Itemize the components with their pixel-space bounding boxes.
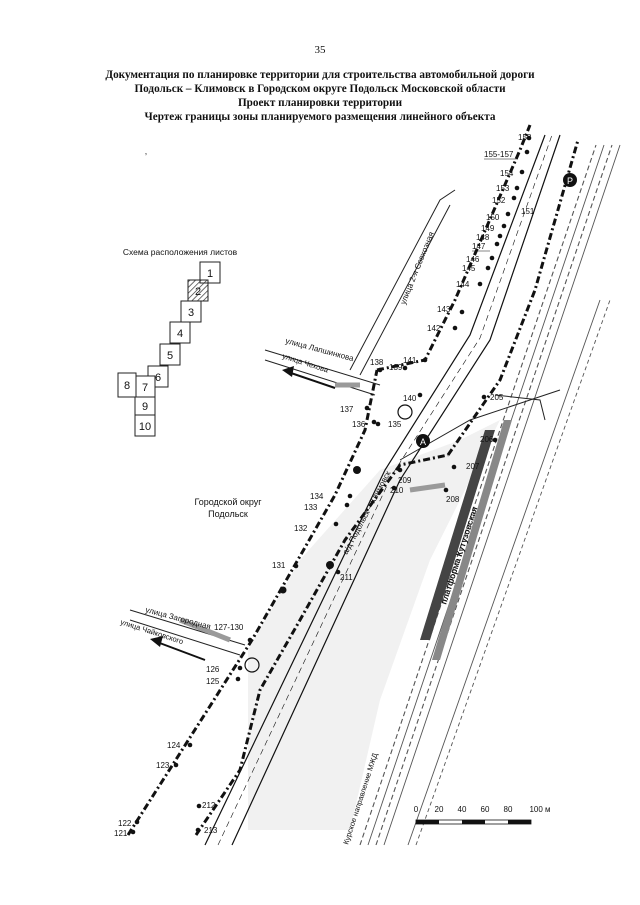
highway-podolsk-klimovsk	[204, 134, 561, 846]
scale-label-100: 100 м	[529, 805, 550, 814]
point-label: 124	[167, 741, 181, 750]
sheet-index-numbers: 1 2 3 4 5 6 7 8 9 10	[124, 268, 213, 433]
point-label: 136	[352, 420, 366, 429]
sheet-1: 1	[207, 268, 213, 280]
sheet-9: 9	[142, 401, 148, 413]
parking-symbol: P	[567, 176, 573, 186]
side-streets	[129, 189, 561, 656]
route-marker	[279, 586, 287, 594]
point-label: 208	[446, 495, 460, 504]
point-label: 127-130	[214, 623, 244, 632]
sheet-10: 10	[139, 421, 151, 433]
point-label: 149	[481, 224, 495, 233]
point-label: 141	[403, 356, 417, 365]
sheet-4: 4	[177, 328, 183, 340]
point-label: 146	[466, 255, 480, 264]
point-label: 147	[472, 242, 486, 251]
point-label: 210	[390, 486, 404, 495]
bus-stop-marker	[416, 434, 430, 448]
point-label: 133	[304, 503, 318, 512]
corner-mark: ʼ	[145, 152, 147, 162]
sheet-6: 6	[155, 372, 161, 384]
platform-kutuzovskaya	[420, 430, 495, 640]
bus-stop-symbol: A	[420, 437, 426, 447]
point-label: 138	[370, 358, 384, 367]
traffic-light-icon	[397, 404, 413, 420]
parking-marker	[563, 173, 577, 187]
zone-boundary	[126, 124, 580, 836]
sheet-index-grid	[117, 261, 221, 437]
header-line-3: Проект планировки территории	[237, 97, 403, 109]
point-label: 206	[480, 435, 494, 444]
direction-arrow-chekhova	[282, 366, 336, 389]
point-label: 154	[500, 169, 514, 178]
traffic-light-icon	[244, 657, 260, 673]
point-label: 144	[456, 280, 470, 289]
point-label: 209	[398, 476, 412, 485]
grey-access-roads	[179, 382, 446, 643]
district-label-line-2: Подольск	[208, 509, 248, 519]
point-label: 207	[466, 462, 480, 471]
sheet-3: 3	[188, 307, 194, 319]
point-labels: 158 155-157 154 153 152 151 150 149 148 …	[114, 133, 535, 838]
point-label: 132	[294, 524, 308, 533]
sheet-7: 7	[142, 382, 148, 394]
planned-zone-fill	[248, 420, 500, 830]
point-label: 150	[486, 213, 500, 222]
boundary-points	[130, 135, 532, 835]
point-label: 153	[496, 184, 510, 193]
page-number: 35	[314, 44, 326, 56]
point-label: 122	[118, 819, 132, 828]
point-label: 121	[114, 829, 128, 838]
header-line-4: Чертеж границы зоны планируемого размеще…	[144, 111, 496, 123]
header-line-1: Документация по планировке территории дл…	[105, 69, 535, 81]
point-label: 155-157	[484, 150, 514, 159]
point-label: 211	[340, 573, 353, 582]
scale-label-80: 80	[504, 805, 513, 814]
header-line-2: Подольск – Климовск в Городском округе П…	[134, 83, 506, 95]
point-label: 148	[476, 233, 490, 242]
point-label: 145	[462, 264, 476, 273]
document-header: Документация по планировке территории дл…	[60, 68, 580, 124]
point-label: 123	[156, 761, 170, 770]
platform-edge	[432, 420, 512, 660]
sheet-5: 5	[167, 350, 173, 362]
scale-label-0: 0	[414, 805, 419, 814]
point-label: 142	[427, 324, 441, 333]
scale-label-60: 60	[481, 805, 490, 814]
sheet-index-title: Схема расположения листов	[123, 247, 238, 257]
route-marker	[353, 466, 361, 474]
point-label: 140	[403, 394, 417, 403]
point-label: 137	[340, 405, 354, 414]
scale-label-20: 20	[435, 805, 444, 814]
point-label: 152	[492, 196, 506, 205]
sheet-8: 8	[124, 380, 130, 392]
point-label: 143	[437, 305, 451, 314]
point-label: 135	[388, 420, 402, 429]
point-label: 205	[490, 393, 504, 402]
route-marker	[326, 561, 334, 569]
scale-label-40: 40	[458, 805, 467, 814]
point-label: 125	[206, 677, 220, 686]
point-label: 131	[272, 561, 286, 570]
point-label: 151	[521, 207, 535, 216]
sheet-2: 2	[195, 286, 201, 298]
scale-bar: 0 20 40 60 80 100 м	[414, 805, 551, 825]
point-label: 158	[518, 133, 532, 142]
point-label: 213	[204, 826, 218, 835]
point-label: 139	[389, 363, 403, 372]
point-label: 212	[202, 801, 216, 810]
district-label-line-1: Городской округ	[194, 497, 262, 507]
direction-arrow-chaikovskogo	[150, 636, 206, 661]
point-label: 134	[310, 492, 324, 501]
point-label: 126	[206, 665, 220, 674]
